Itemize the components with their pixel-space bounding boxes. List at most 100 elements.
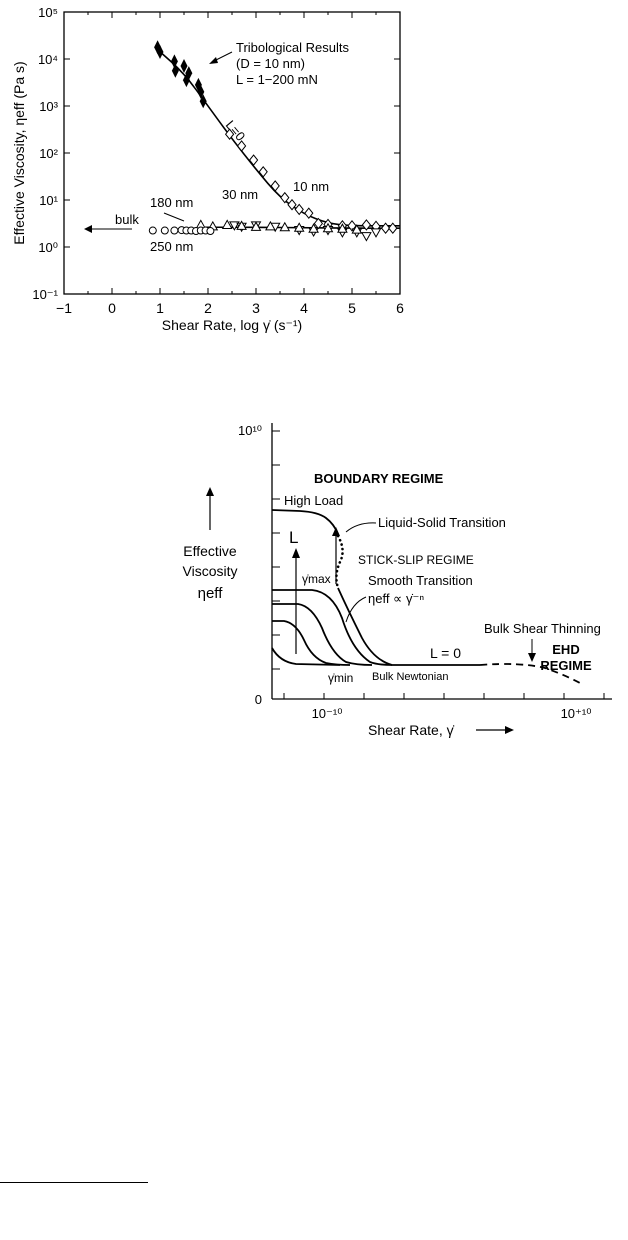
point-tribological-results <box>156 44 164 59</box>
x-tick-label: 2 <box>204 300 212 316</box>
chart-schematic-regimes: 0 10¹⁰ 10⁻¹⁰ 10⁺¹⁰ L BOUNDARY REGIME Hig… <box>183 423 612 738</box>
chart2-y-tick-0: 0 <box>255 692 262 707</box>
bulk-shear-thinning-arrow-head <box>528 653 536 662</box>
curve-load-0 <box>271 647 341 666</box>
curve-load-3 <box>272 589 393 666</box>
point-10-nm <box>388 222 398 235</box>
x-tick-label: 3 <box>252 300 260 316</box>
x-tick-label: 1 <box>156 300 164 316</box>
point-180-nm <box>236 220 247 230</box>
bulk-arrow-head <box>84 225 92 233</box>
point-250-nm <box>148 226 157 235</box>
y-tick-label: 10⁻¹ <box>32 287 58 302</box>
point-180-nm <box>293 222 305 232</box>
x-tick-label: −1 <box>56 300 72 316</box>
chart2-x-tick-1e10: 10⁺¹⁰ <box>561 706 592 721</box>
footnote-rule <box>0 1182 148 1183</box>
bulk-shear-thinning-dashed-curve <box>479 663 581 684</box>
l0-curve-label: L = 0 <box>430 645 461 661</box>
point-10-nm <box>224 128 235 141</box>
label-250nm: 250 nm <box>150 239 193 254</box>
x-tick-label: 0 <box>108 300 116 316</box>
load-arrow-head <box>292 548 300 558</box>
point-30-nm <box>370 228 382 238</box>
liquid-solid-leader <box>345 522 377 533</box>
point-10-nm <box>258 165 268 178</box>
y-tick-label: 10⁴ <box>38 52 58 67</box>
bulk-newtonian-label: Bulk Newtonian <box>372 671 448 683</box>
point-180-nm <box>322 222 334 233</box>
liquid-solid-transition-label: Liquid-Solid Transition <box>378 515 506 530</box>
point-250-nm <box>170 226 179 235</box>
label-180nm: 180 nm <box>150 195 193 210</box>
label-10nm: 10 nm <box>293 179 329 194</box>
ehd-label-line1: EHD <box>552 642 579 657</box>
chart1-y-axis-title: Effective Viscosity, ηeff (Pa s) <box>11 61 27 244</box>
point-10-nm <box>361 219 372 231</box>
chart2-y-title-line3: ηeff <box>198 585 224 602</box>
point-180-nm <box>221 219 233 229</box>
point-180-nm <box>337 223 348 233</box>
x-tick-label: 5 <box>348 300 356 316</box>
point-250-nm <box>160 226 169 235</box>
high-load-curve <box>271 509 339 535</box>
point-10-nm <box>280 191 290 204</box>
high-load-label: High Load <box>284 493 343 508</box>
point-tribological-results <box>180 59 188 74</box>
chart2-x-tick-1em10: 10⁻¹⁰ <box>312 706 343 721</box>
liquid-solid-arrow-head <box>332 527 340 536</box>
point-tribological-results <box>199 94 207 109</box>
tribo-l-label: L = 1−200 mN <box>236 72 318 87</box>
point-10-nm <box>270 180 280 192</box>
point-tribological-results <box>185 66 193 81</box>
stick-slip-label: STICK-SLIP REGIME <box>358 553 474 567</box>
chart2-x-arrow-head <box>505 726 514 734</box>
ehd-label-line2: REGIME <box>540 658 592 673</box>
bulk-shear-thinning-label: Bulk Shear Thinning <box>484 621 601 636</box>
point-10-nm <box>294 203 304 216</box>
chart2-x-axis-title: Shear Rate, γ̇ <box>368 722 455 738</box>
point-180-nm <box>250 221 262 231</box>
stick-slip-dotted-curve <box>335 534 344 590</box>
point-10-nm <box>287 198 297 211</box>
point-30-nm <box>361 232 372 242</box>
point-tribological-results <box>197 84 205 99</box>
y-tick-label: 10¹ <box>39 193 58 208</box>
y-tick-label: 10⁰ <box>38 240 58 255</box>
x-tick-label: 4 <box>300 300 308 316</box>
gamma-max-label: γ̇max <box>302 572 331 586</box>
point-10-nm <box>380 222 391 235</box>
load-arrow-label: L <box>289 528 298 547</box>
chart2-y-tick-1e10: 10¹⁰ <box>238 423 262 438</box>
chart2-y-title-line1: Effective <box>183 543 237 559</box>
point-10-nm <box>304 207 314 219</box>
label-180nm-leader <box>163 212 185 222</box>
point-10-nm <box>313 217 324 230</box>
point-180-nm <box>351 224 363 234</box>
x-tick-label: 6 <box>396 300 404 316</box>
point-10-nm <box>248 154 259 166</box>
smooth-transition-leader <box>345 596 367 623</box>
y-tick-label: 10³ <box>39 99 58 114</box>
point-180-nm <box>265 220 276 231</box>
gamma-min-label: γ̇min <box>328 671 353 685</box>
curve-load-1 <box>272 620 351 666</box>
point-10-nm <box>236 140 247 152</box>
chart2-y-title-line2: Viscosity <box>183 563 238 579</box>
point-tribological-results <box>170 54 178 69</box>
boundary-regime-label: BOUNDARY REGIME <box>314 471 444 486</box>
chart1-x-axis-title: Shear Rate, log γ̇ (s⁻¹) <box>162 317 302 333</box>
point-180-nm <box>308 223 319 233</box>
point-180-nm <box>279 221 291 232</box>
point-30-nm <box>229 221 240 231</box>
tribo-title-label: Tribological Results <box>236 40 349 55</box>
curve-load-4 <box>337 587 480 666</box>
point-tribological-results <box>171 63 179 78</box>
point-250-nm <box>206 227 215 236</box>
power-law-label: ηeff ∝ γ̇⁻ⁿ <box>368 591 424 606</box>
chart1-frame <box>63 11 401 295</box>
tribo-arrow-head <box>209 57 218 64</box>
y-tick-label: 10⁵ <box>38 5 58 20</box>
